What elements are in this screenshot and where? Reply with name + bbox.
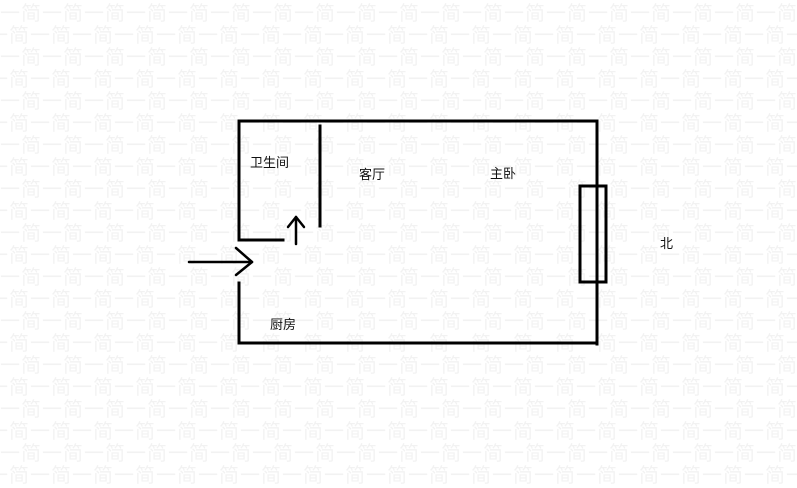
entrance-arrow: [187, 246, 254, 277]
master-bedroom-label: 主卧: [490, 167, 516, 182]
watermark-row: 一简一简一简一简一简一简一简一简一简一简一简一简一简一简一简一简一简一简一简一简…: [0, 353, 797, 377]
watermark-row: 一简一简一简一简一简一简一简一简一简一简一简一简一简一简一简一简一简一简一简一简…: [0, 45, 797, 69]
watermark-row: 一简一简一简一简一简一简一简一简一简一简一简一简一简一简一简一简一简一简一简一简…: [0, 441, 797, 465]
watermark-row: 一简一简一简一简一简一简一简一简一简一简一简一简一简一简一简一简一简一简一简一简…: [0, 23, 797, 47]
watermark-row: 一简一简一简一简一简一简一简一简一简一简一简一简一简一简一简一简一简一简一简一简…: [0, 67, 797, 91]
north-label: 北: [660, 237, 673, 252]
bathroom-door-arrow: [286, 215, 306, 246]
window: [578, 184, 608, 284]
living-room-label: 客厅: [359, 167, 385, 183]
bathroom-label: 卫生间: [250, 156, 289, 171]
watermark-row: 一简一简一简一简一简一简一简一简一简一简一简一简一简一简一简一简一简一简一简一简…: [0, 1, 797, 25]
kitchen-label: 厨房: [270, 317, 296, 333]
watermark-row: 一简一简一简一简一简一简一简一简一简一简一简一简一简一简一简一简一简一简一简一简…: [0, 397, 797, 421]
watermark-row: 一简一简一简一简一简一简一简一简一简一简一简一简一简一简一简一简一简一简一简一简…: [0, 419, 797, 443]
watermark-row: 一简一简一简一简一简一简一简一简一简一简一简一简一简一简一简一简一简一简一简一简…: [0, 375, 797, 399]
watermark-row: 一简一简一简一简一简一简一简一简一简一简一简一简一简一简一简一简一简一简一简一简…: [0, 463, 797, 487]
watermark-row: 一简一简一简一简一简一简一简一简一简一简一简一简一简一简一简一简一简一简一简一简…: [0, 89, 797, 113]
